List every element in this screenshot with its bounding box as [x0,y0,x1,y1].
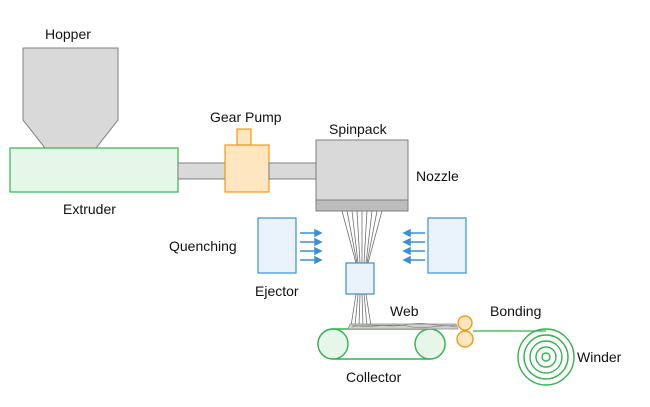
filaments-lower [350,293,372,327]
spinpack-label: Spinpack [329,121,388,137]
quench-arrows-left [300,228,323,265]
collector [317,328,446,360]
pipe-extruder-to-pump [177,162,226,180]
gear-pump-label: Gear Pump [210,109,282,125]
quench-arrows-right [402,228,425,265]
ejector-label: Ejector [255,283,299,299]
quenching-box-right [427,217,467,274]
web-label: Web [390,303,419,319]
web [347,323,459,330]
winder-label: Winder [577,349,622,365]
gear-pump [224,128,270,193]
winder [517,328,575,386]
nozzle [315,199,409,212]
hopper-label: Hopper [45,26,91,42]
hopper [22,47,119,149]
pipe-pump-to-spinpack [268,162,317,180]
spinpack [315,139,409,201]
ejector [345,262,375,295]
bonding-label: Bonding [490,303,541,319]
filaments-upper [341,210,383,264]
bonding-rolls [456,315,474,348]
quenching-label: Quenching [169,238,237,254]
collector-label: Collector [346,369,402,385]
quenching-box-left [257,217,297,274]
extruder-label: Extruder [63,201,116,217]
nozzle-label: Nozzle [416,168,459,184]
extruder [9,147,179,193]
